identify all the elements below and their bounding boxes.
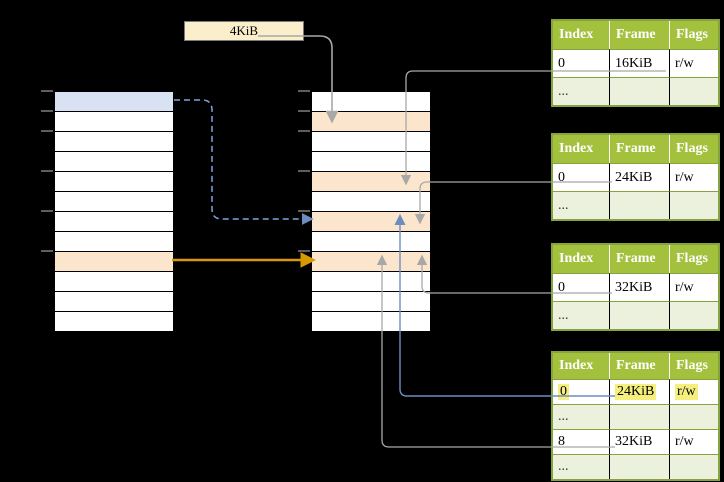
highlighted-value: 24KiB [615,384,657,400]
virtual-page-row-orange [55,251,173,271]
physical-frame-row-32kib [312,251,430,271]
table-cell-frame [610,191,670,219]
virtual-page-row-blue [55,92,173,111]
table-cell-frame: 24KiB [610,163,670,191]
virtual-page-row [55,151,173,171]
column-header: Flags [670,21,718,49]
physical-memory-ticks [298,90,310,252]
virtual-page-row [55,291,173,311]
table-cell-frame: 16KiB [610,49,670,77]
physical-frame-row [312,271,430,291]
column-header: Index [553,245,610,273]
highlighted-value: 0 [558,384,569,400]
table-cell-flags: r/w [670,273,718,301]
page-size-label-box: 4KiB [184,21,304,41]
table-cell-flags [670,301,718,329]
virtual-page-row [55,211,173,231]
table-cell-frame: 32KiB [610,429,670,454]
table-cell-index: 0 [553,163,610,191]
table-cell-frame [610,77,670,105]
table-cell-frame [610,404,670,429]
page-table-4: Index Frame Flags 0 24KiB r/w ... 8 32Ki… [551,351,720,481]
physical-frame-row [312,151,430,171]
highlighted-value: r/w [675,384,698,400]
physical-frame-row-24kib [312,211,430,231]
table-cell-flags [670,77,718,105]
table-cell-index: ... [553,404,610,429]
column-header: Index [553,353,610,379]
physical-frame-row [312,311,430,331]
virtual-page-row [55,131,173,151]
arrow-virtual-page-dashed-mapping [174,99,314,225]
table-cell-frame [610,454,670,479]
column-header: Frame [610,21,670,49]
page-table-2: Index Frame Flags 0 24KiB r/w ... [551,133,720,221]
page-size-label: 4KiB [229,23,259,38]
column-header: Frame [610,135,670,163]
table-cell-frame [610,301,670,329]
page-table-1: Index Frame Flags 0 16KiB r/w ... [551,19,720,107]
virtual-page-row [55,231,173,251]
table-cell-index: ... [553,191,610,219]
table-cell-index: 0 [553,49,610,77]
physical-frame-row [312,231,430,251]
table-cell-flags: r/w [670,429,718,454]
virtual-page-row [55,171,173,191]
physical-frame-row [312,191,430,211]
column-header: Frame [610,245,670,273]
virtual-memory-column [54,91,174,332]
table-cell-index: ... [553,454,610,479]
virtual-page-row [55,311,173,331]
column-header: Index [553,21,610,49]
physical-frame-row [312,291,430,311]
table-cell-flags [670,404,718,429]
table-cell-index: 0 [553,273,610,301]
table-cell-index: ... [553,301,610,329]
table-cell-flags [670,191,718,219]
physical-memory-column [311,91,431,332]
physical-frame-row [312,131,430,151]
physical-frame-row-4kib [312,111,430,131]
column-header: Flags [670,353,718,379]
physical-frame-row [312,92,430,111]
table-cell-flags [670,454,718,479]
table-cell-flags: r/w [670,379,718,404]
table-cell-flags: r/w [670,49,718,77]
column-header: Index [553,135,610,163]
table-cell-flags: r/w [670,163,718,191]
table-cell-frame: 24KiB [610,379,670,404]
physical-frame-row-16kib [312,171,430,191]
column-header: Flags [670,245,718,273]
table-cell-index: 0 [553,379,610,404]
table-cell-index: 8 [553,429,610,454]
virtual-page-row [55,191,173,211]
virtual-memory-ticks [41,90,53,252]
table-cell-index: ... [553,77,610,105]
virtual-page-row [55,111,173,131]
column-header: Flags [670,135,718,163]
column-header: Frame [610,353,670,379]
table-cell-frame: 32KiB [610,273,670,301]
page-table-3: Index Frame Flags 0 32KiB r/w ... [551,243,720,331]
virtual-page-row [55,271,173,291]
